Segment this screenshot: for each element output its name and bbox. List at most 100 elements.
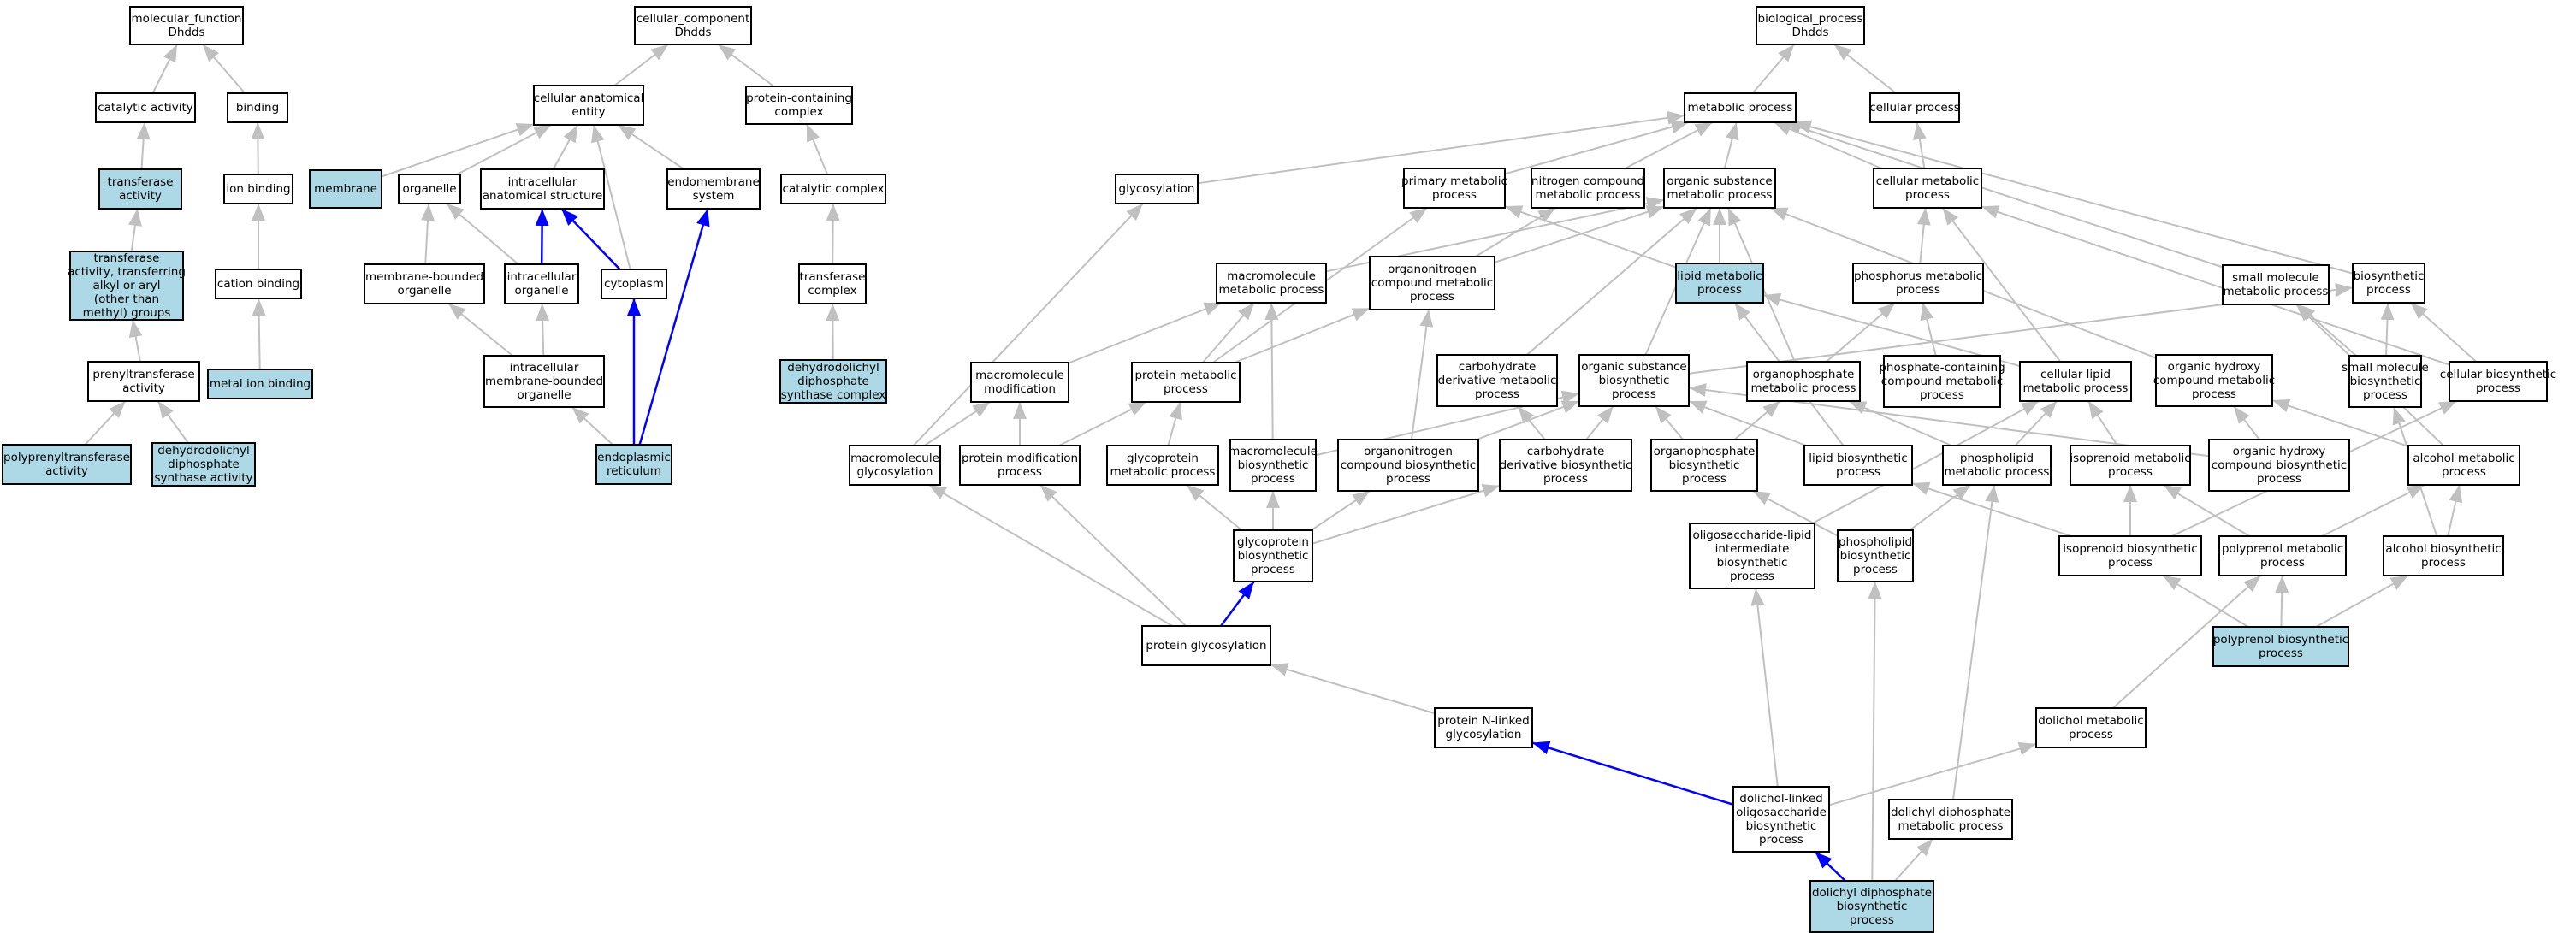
node-cyto[interactable]: cytoplasm <box>601 269 667 299</box>
node-label-line: process <box>2257 472 2301 486</box>
node-binding[interactable]: binding <box>227 92 288 123</box>
node-label-line: metabolic process <box>1945 465 2050 479</box>
edge-cdbp-to-cdmp <box>1517 405 1546 440</box>
node-label-line: protein glycosylation <box>1146 639 1266 653</box>
node-cation[interactable]: cation binding <box>215 269 302 299</box>
node-label-line: biosynthetic <box>1840 549 1911 563</box>
node-label-line: Dhdds <box>168 26 204 39</box>
node-label-line: biosynthetic <box>1837 900 1908 913</box>
node-box <box>2019 361 2132 402</box>
edge-cdbp-to-osbp <box>1585 405 1614 440</box>
node-label-line: organonitrogen <box>1364 445 1453 458</box>
node-label-line: biosynthetic <box>1717 556 1788 570</box>
node-metal[interactable]: metal ion binding <box>207 369 313 399</box>
node-membrane[interactable]: membrane <box>309 169 382 209</box>
node-dlobp[interactable]: dolichol-linkedoligosaccharidebiosynthet… <box>1732 786 1830 853</box>
node-ion[interactable]: ion binding <box>223 174 293 204</box>
node-glyc[interactable]: glycosylation <box>1115 174 1199 204</box>
node-pglyc[interactable]: protein glycosylation <box>1141 625 1271 666</box>
node-label-line: process <box>2069 728 2113 741</box>
node-label-line: metabolic process <box>2023 381 2129 395</box>
node-box <box>1434 707 1533 748</box>
node-label-line: compound biosynthetic <box>1341 458 1476 472</box>
node-ca[interactable]: catalytic activity <box>95 92 196 123</box>
node-label-line: isoprenoid biosynthetic <box>2063 542 2197 556</box>
node-label-line: process <box>2366 283 2411 297</box>
node-organelle[interactable]: organelle <box>398 174 461 204</box>
node-cp[interactable]: cellular process <box>1869 92 1960 123</box>
node-label-line: process <box>1475 387 1519 401</box>
node-label-line: macromolecule <box>1227 269 1316 283</box>
node-label-line: primary metabolic <box>1401 174 1507 188</box>
node-box <box>1837 529 1914 582</box>
node-label-line: ion binding <box>226 182 290 196</box>
node-mp[interactable]: metabolic process <box>1684 92 1797 123</box>
node-olibp[interactable]: oligosaccharide-lipidintermediatebiosynt… <box>1689 523 1815 589</box>
node-catcx[interactable]: catalytic complex <box>780 174 886 204</box>
edge-cdmp-to-osmp <box>1526 207 1698 356</box>
node-label-line: dehydrodolichyl <box>787 361 879 375</box>
node-label-line: biological_process <box>1758 12 1863 26</box>
